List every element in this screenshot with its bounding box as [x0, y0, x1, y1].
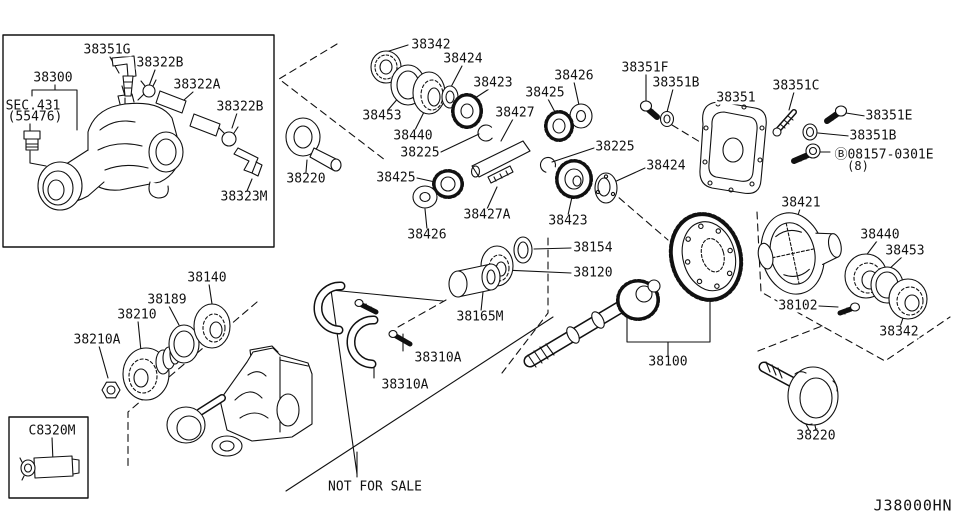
breather-hose-2-drawing [189, 113, 221, 137]
snap-ring-38225-right-drawing [539, 156, 557, 174]
side-gear-38423-right-drawing [555, 159, 593, 199]
hose-clamp-2-drawing [218, 126, 239, 147]
bolt-38351F-drawing [639, 100, 660, 120]
washer-38351B-top-drawing [659, 110, 675, 128]
drive-pinion-shaft-drawing [523, 279, 661, 368]
side-flange-front-drawing [285, 117, 342, 172]
bolt-38351E-drawing [824, 105, 848, 124]
ring-gear-drawing [668, 212, 744, 302]
side-gear-38423-top-drawing [451, 93, 483, 129]
sensor-c8320m-drawing [19, 455, 80, 481]
washer-38424-right-drawing [594, 172, 618, 204]
rear-cover-38351-drawing [699, 101, 767, 195]
bearing-38342-right-drawing [888, 278, 928, 320]
bolt-08157-drawing [791, 143, 821, 164]
bearing-cap-drawings [313, 281, 413, 369]
bearing-38140-drawing [193, 303, 231, 349]
bolt-38351C-drawing [772, 109, 797, 137]
washer-38426-left-drawing [412, 185, 438, 209]
assembly-axis-lines [124, 43, 951, 469]
inset-box-c8320m [8, 416, 89, 499]
carrier-housing-rear-drawing [166, 345, 313, 457]
oil-seal-38189-drawing [168, 324, 200, 364]
pinion-gear-38425-left-drawing [432, 169, 464, 199]
not-for-sale-region-outline [285, 289, 554, 492]
lock-pin-38427A-drawing [487, 165, 514, 184]
bearing-38440-top-drawing [412, 71, 446, 115]
spacer-38165M-drawing [448, 263, 501, 298]
inset-box-carrier-assembly [2, 34, 275, 248]
hose-clamp-1-drawing [140, 79, 157, 98]
connector-38323M-drawing [233, 147, 263, 177]
carrier-assembly-drawing [37, 85, 184, 211]
bolt-38102-drawing [837, 302, 861, 316]
snap-ring-38225-top-drawing [477, 124, 495, 142]
side-flange-rear-drawing [758, 361, 839, 433]
washer-38351B-right-drawing [802, 123, 818, 141]
cross-shaft-38427-drawing [470, 140, 531, 178]
pinion-gear-38425-right-drawing [544, 110, 574, 142]
pinion-nut-38210A-drawing [101, 381, 121, 399]
washer-38154-drawing [513, 236, 533, 264]
breather-tube-drawing [111, 55, 137, 97]
diff-case-38421-drawing [757, 212, 842, 295]
breather-hose-1-drawing [155, 90, 187, 114]
breather-plug-drawing [23, 130, 41, 151]
